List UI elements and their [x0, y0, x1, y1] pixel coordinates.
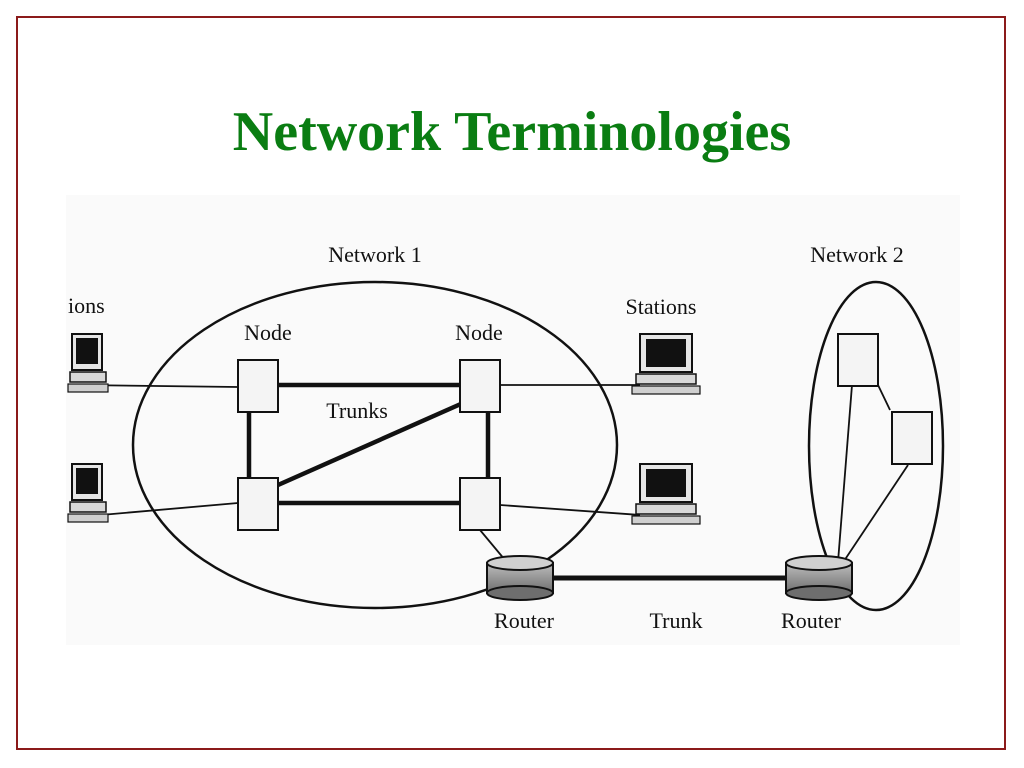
node-top-right [459, 359, 501, 413]
slide-border [16, 16, 1006, 750]
router-left-icon [486, 555, 554, 601]
network-1-ellipse [131, 280, 619, 610]
node-network-2-top [837, 333, 879, 387]
label-node-left: Node [244, 320, 292, 345]
router-right-icon [785, 555, 853, 601]
label-stations-right: Stations [626, 294, 697, 319]
label-trunk: Trunk [650, 608, 703, 633]
network-2-ellipse [807, 280, 945, 612]
computer-icon-left-top [67, 333, 109, 393]
link-station-right-bottom [499, 504, 641, 516]
trunks-network-1 [246, 382, 491, 506]
node-bottom-right [459, 477, 501, 531]
links-network-2 [837, 384, 909, 565]
label-router-left: Router [494, 608, 555, 633]
node-top-left [237, 359, 279, 413]
label-network-1: Network 1 [328, 242, 421, 267]
label-router-right: Router [781, 608, 842, 633]
computer-icon-right-top [631, 333, 701, 395]
link-node-router [479, 529, 506, 561]
slide-title: Network Terminologies [232, 101, 792, 163]
label-node-right: Node [455, 320, 503, 345]
label-network-2: Network 2 [810, 242, 903, 267]
computer-icon-left-bottom [67, 463, 109, 523]
node-network-2-right [891, 411, 933, 465]
computer-icon-right-bottom [631, 463, 701, 525]
label-stations-left: ions [68, 293, 105, 318]
label-trunks: Trunks [326, 398, 388, 423]
node-bottom-left [237, 477, 279, 531]
